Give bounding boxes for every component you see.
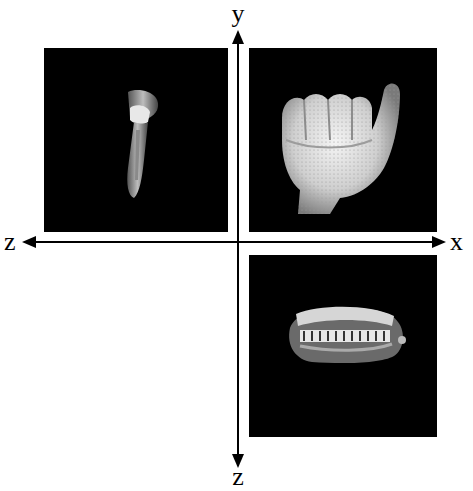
hand-front-view	[282, 84, 400, 214]
top-view-panel	[249, 255, 437, 437]
axis-label: z	[4, 230, 16, 254]
axis-label: z	[232, 465, 244, 489]
side-view-panel	[44, 48, 228, 232]
coordinate-axes	[22, 30, 446, 468]
front-view-panel	[249, 48, 437, 232]
hand-top-view	[289, 307, 406, 363]
axis-label: x	[450, 230, 463, 254]
hand-side-view	[127, 90, 158, 198]
axis-label: y	[232, 2, 245, 26]
